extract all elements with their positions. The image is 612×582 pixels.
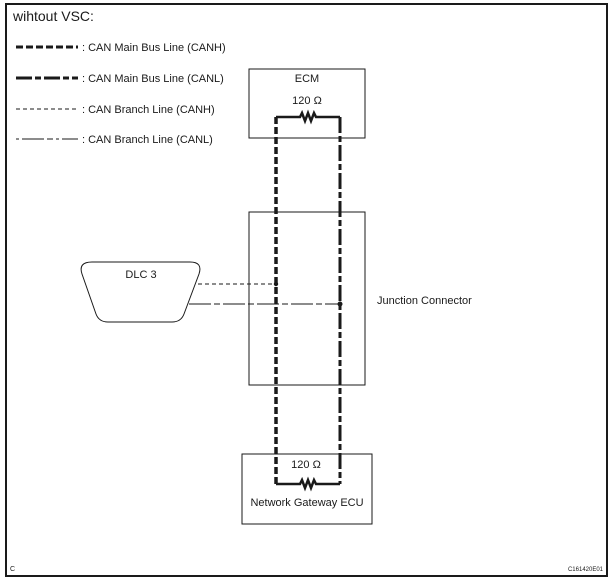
gateway-ecu-label: Network Gateway ECU [250, 497, 363, 509]
junction-connector-box [248, 211, 366, 386]
legend-item-branch-canh: : CAN Branch Line (CANH) [16, 104, 215, 116]
legend-label: : CAN Main Bus Line (CANL) [82, 73, 224, 85]
junction-connector-label: Junction Connector [377, 295, 472, 307]
legend-label: : CAN Branch Line (CANH) [82, 104, 215, 116]
junction-connector-component: Junction Connector [248, 211, 472, 386]
junction-node-canl [337, 301, 343, 307]
ecm-resistor-icon [276, 109, 340, 125]
dlc3-connector-shape [80, 261, 201, 323]
legend: : CAN Main Bus Line (CANH) : CAN Main Bu… [16, 42, 226, 146]
ecm-label: ECM [295, 73, 319, 85]
figure-code: C161420E01 [568, 567, 604, 573]
gateway-resistor-value: 120 Ω [291, 459, 321, 471]
dlc3-label: DLC 3 [125, 269, 156, 281]
gateway-ecu-box [241, 453, 373, 525]
diagram-title: wihtout VSC: [12, 8, 94, 24]
legend-item-branch-canl: : CAN Branch Line (CANL) [16, 134, 213, 146]
ecm-box [248, 68, 366, 139]
ecm-component: ECM 120 Ω [248, 68, 366, 139]
footer-section-letter: C [10, 566, 15, 573]
dlc3-component: DLC 3 [80, 261, 201, 323]
junction-node-canh [273, 281, 279, 287]
gateway-resistor-icon [276, 476, 340, 492]
legend-item-main-canl: : CAN Main Bus Line (CANL) [16, 73, 224, 85]
legend-label: : CAN Main Bus Line (CANH) [82, 42, 226, 54]
ecm-resistor-value: 120 Ω [292, 95, 322, 107]
legend-item-main-canh: : CAN Main Bus Line (CANH) [16, 42, 226, 54]
legend-label: : CAN Branch Line (CANL) [82, 134, 213, 146]
gateway-ecu-component: 120 Ω Network Gateway ECU [241, 453, 373, 525]
